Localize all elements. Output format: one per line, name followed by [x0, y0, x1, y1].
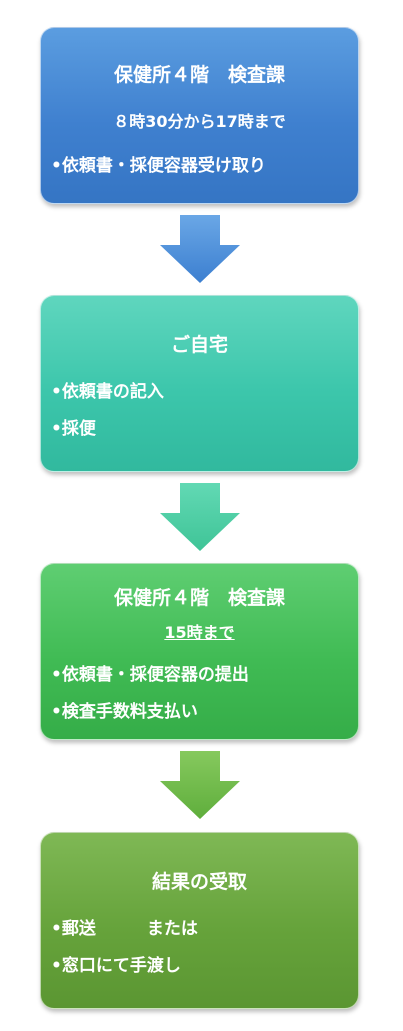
step-title: 結果の受取 — [151, 871, 247, 893]
step-box-reception: 保健所４階 検査課 ８時30分から17時まで •依頼書・採便容器受け取り — [40, 27, 359, 204]
step-title: 保健所４階 検査課 — [113, 64, 285, 86]
step-item: •依頼書の記入 — [51, 382, 164, 402]
step-item: •採便 — [51, 419, 96, 439]
step-deadline: 15時まで — [164, 623, 235, 642]
down-arrow-icon — [160, 483, 240, 551]
step-item: •依頼書・採便容器の提出 — [51, 665, 249, 685]
down-arrow-icon — [160, 215, 240, 283]
step-box-results: 結果の受取 •郵送 または •窓口にて手渡し — [40, 832, 359, 1009]
step-title: ご自宅 — [170, 334, 228, 356]
step-item: •依頼書・採便容器受け取り — [51, 156, 266, 176]
step-box-home: ご自宅 •依頼書の記入 •採便 — [40, 295, 359, 472]
step-title: 保健所４階 検査課 — [113, 587, 285, 609]
down-arrow-icon — [160, 751, 240, 819]
step-item: •検査手数料支払い — [51, 702, 198, 722]
step-hours: ８時30分から17時まで — [113, 112, 286, 131]
step-item: •窓口にて手渡し — [51, 956, 181, 976]
step-item: •郵送 または — [51, 919, 198, 939]
step-box-submission: 保健所４階 検査課 15時まで •依頼書・採便容器の提出 •検査手数料支払い — [40, 563, 359, 740]
